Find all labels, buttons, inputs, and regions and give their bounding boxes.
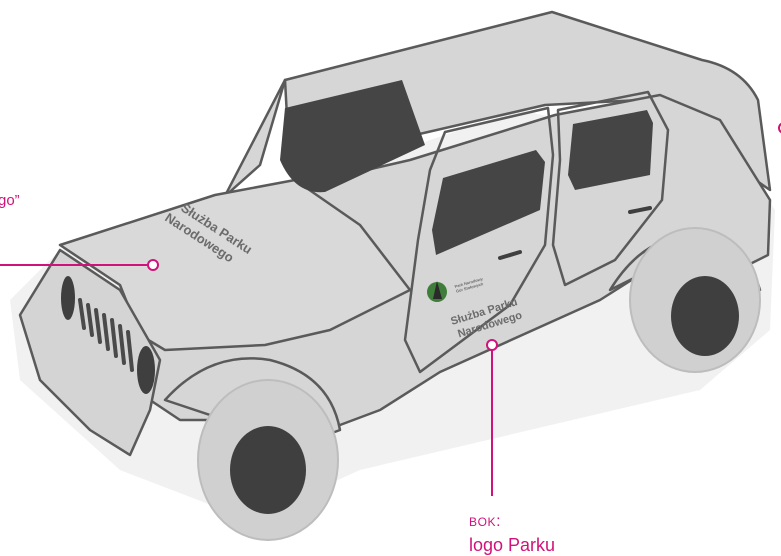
headlight-left: [61, 276, 75, 320]
side-label-colon: :: [496, 513, 501, 530]
rear-wheel: [630, 228, 760, 372]
headlight-right: [137, 346, 155, 394]
door-callout-dot: [487, 340, 497, 350]
hood-callout-text: go”: [0, 192, 20, 209]
side-callout-label: BOK:: [469, 513, 501, 531]
hood-callout-dot: [148, 260, 158, 270]
side-label-text: BOK: [469, 515, 496, 529]
front-wheel: [198, 380, 338, 540]
